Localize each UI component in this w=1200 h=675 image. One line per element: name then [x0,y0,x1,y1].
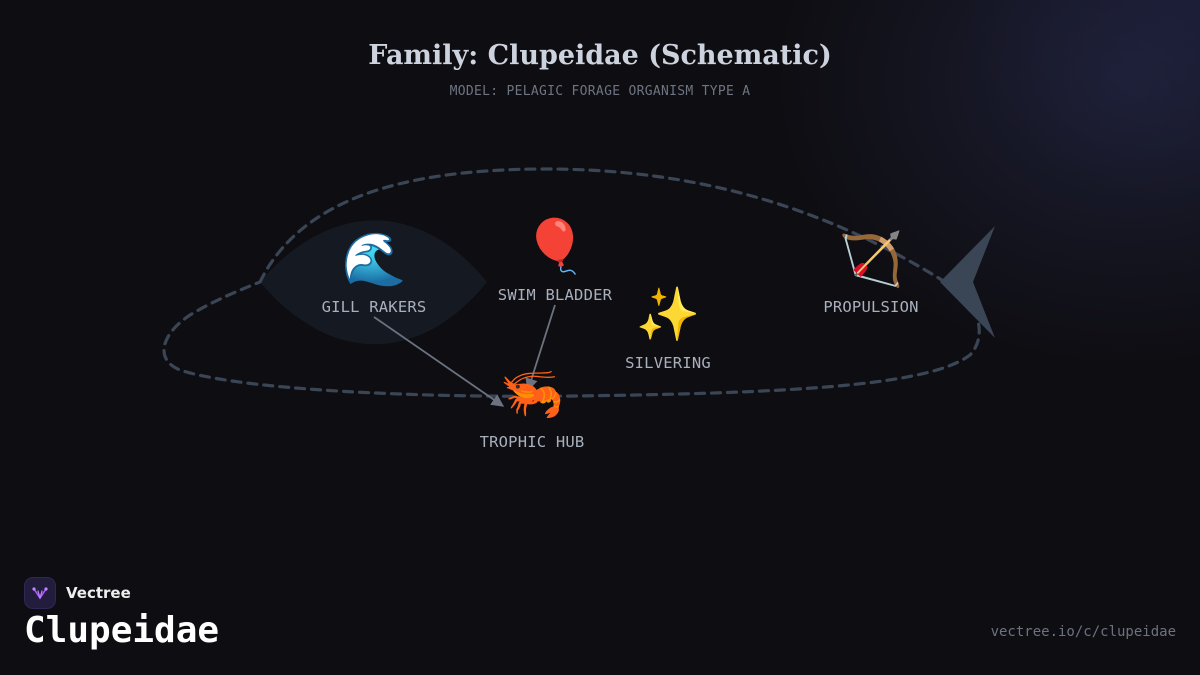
sparkles-icon: ✨ [635,285,701,345]
page-url: vectree.io/c/clupeidae [990,624,1176,640]
node-label-silvering: SILVERING [625,354,711,372]
family-name: Clupeidae [24,610,220,651]
head-region [260,220,487,345]
body-outline [162,167,981,398]
node-label-gill-rakers: GILL RAKERS [321,298,427,316]
edge-swim-bladder-to-trophic-hub [525,304,556,392]
brand-name: Vectree [66,584,131,602]
node-label-propulsion: PROPULSION [823,298,919,316]
tail-fin [940,226,995,338]
balloon-icon: 🎈 [522,217,588,277]
page-subtitle: MODEL: PELAGIC FORAGE ORGANISM TYPE A [449,84,751,99]
brand: Vectree [24,577,131,609]
page-title: Family: Clupeidae (Schematic) [368,40,832,71]
vectree-logo-icon [24,577,56,609]
node-label-trophic-hub: TROPHIC HUB [479,433,585,451]
edge-gill-rakers-to-trophic-hub [373,316,505,407]
bow-and-arrow-icon: 🏹 [838,230,904,290]
shrimp-icon: 🦐 [499,364,565,424]
wave-icon: 🌊 [341,230,407,290]
node-label-swim-bladder: SWIM BLADDER [497,286,613,304]
